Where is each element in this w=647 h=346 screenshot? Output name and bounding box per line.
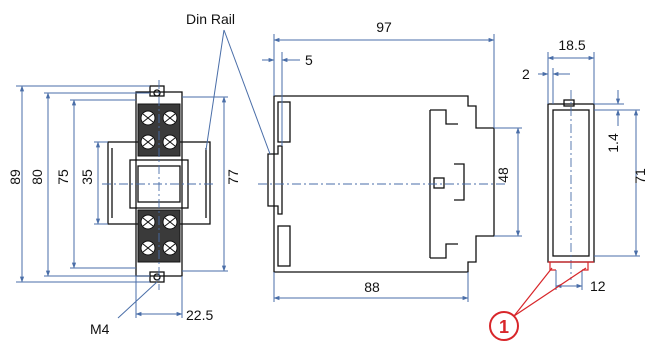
- label-m4: M4: [90, 321, 110, 337]
- dim-89: 89: [7, 169, 23, 185]
- callout-number: 1: [499, 317, 509, 337]
- end-view: 18.5 2 1.4 71 12 1: [489, 37, 647, 341]
- label-din-rail: Din Rail: [186, 11, 235, 27]
- dim-97: 97: [376, 19, 392, 35]
- dim-18-5: 18.5: [558, 37, 585, 53]
- din-rail-profile: [267, 145, 283, 215]
- top-terminals: [137, 103, 181, 157]
- dim-71: 71: [632, 168, 647, 184]
- dim-48: 48: [495, 167, 511, 183]
- top-clip: [149, 85, 165, 97]
- dim-80: 80: [29, 169, 45, 185]
- front-view: 89 80 75 35 77 22.5 M4: [7, 80, 241, 337]
- dim-22-5: 22.5: [186, 307, 213, 323]
- callout-circle: [489, 311, 519, 341]
- dim-75: 75: [55, 169, 71, 185]
- dim-35: 35: [79, 169, 95, 185]
- dim-1-4: 1.4: [605, 133, 621, 153]
- dim-12: 12: [590, 278, 606, 294]
- dim-2: 2: [522, 66, 530, 82]
- dim-5: 5: [305, 52, 313, 68]
- dim-88: 88: [364, 279, 380, 295]
- dim-77: 77: [225, 169, 241, 185]
- side-view: 97 5 48 88 Din Rail: [186, 11, 522, 302]
